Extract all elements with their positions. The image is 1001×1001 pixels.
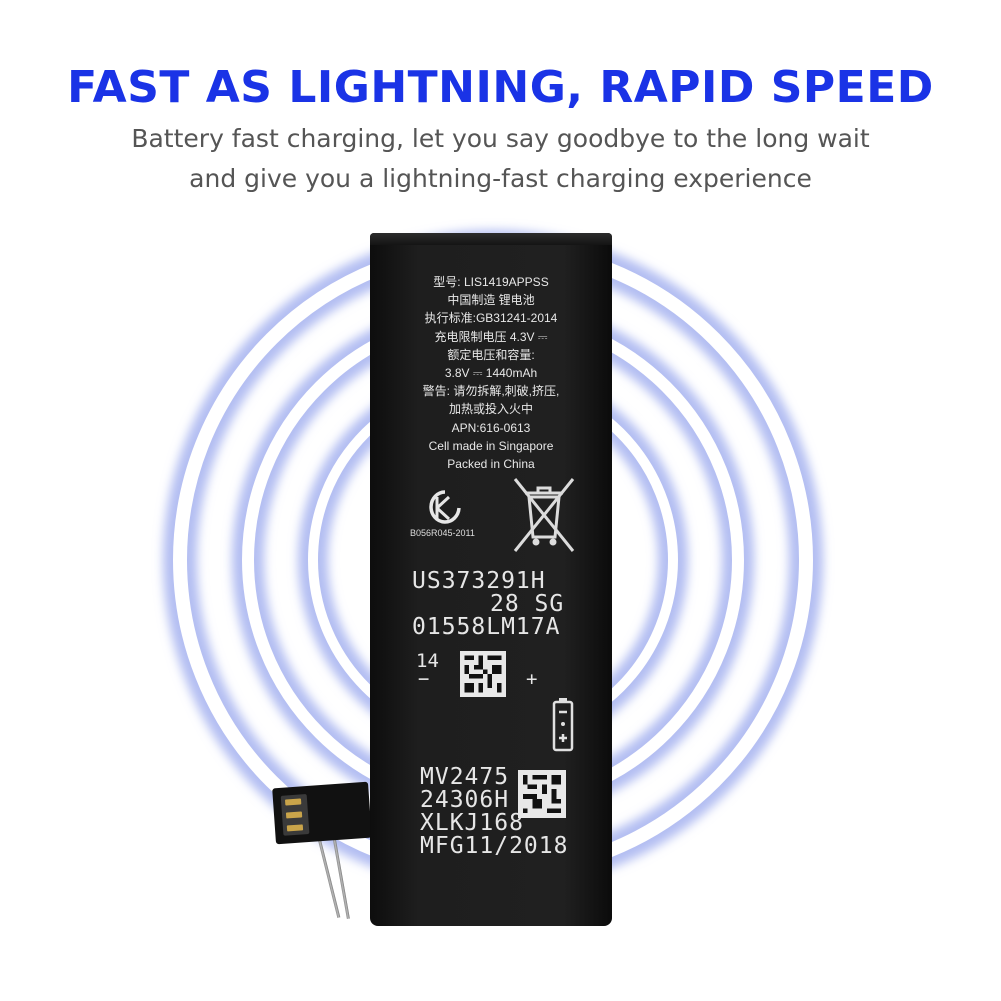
- battery-polarity-icon: [552, 698, 574, 752]
- label-line: 型号: LIS1419APPSS: [433, 275, 549, 289]
- kc-code: B056R045-2011: [410, 528, 475, 538]
- crossed-out-bin-icon: [513, 478, 575, 552]
- battery-body: 型号: LIS1419APPSS 中国制造 锂电池 执行标准:GB31241-2…: [370, 233, 612, 926]
- label-line: 3.8V ⎓ 1440mAh: [444, 366, 538, 381]
- label-line: 充电限制电压 4.3V ⎓: [434, 329, 548, 344]
- kc-certification-icon: [429, 490, 461, 524]
- certification-logos: B056R045-2011: [370, 471, 612, 561]
- serial-code: 28 SG: [490, 591, 565, 617]
- headline: FAST AS LIGHTNING, RAPID SPEED: [67, 62, 934, 113]
- label-line: Cell made in Singapore: [428, 438, 554, 453]
- label-line: Packed in China: [447, 457, 535, 472]
- subtitle-line-2: and give you a lightning-fast charging e…: [189, 164, 812, 193]
- qr-code: [460, 651, 506, 697]
- subtitle-line-1: Battery fast charging, let you say goodb…: [131, 124, 870, 153]
- label-line: 额定电压和容量:: [447, 347, 535, 362]
- serial-number: US373291H: [412, 568, 546, 594]
- serial-code-2: 01558LM17A: [412, 614, 561, 640]
- battery-top-edge: [370, 233, 612, 245]
- connector-pin: [286, 824, 304, 832]
- connector-pin: [285, 811, 303, 819]
- connector-pin: [284, 798, 302, 806]
- batch-number: 14: [416, 650, 439, 672]
- label-line: APN:616-0613: [451, 420, 531, 435]
- label-line: 警告: 请勿拆解,刺破,挤压,: [422, 384, 560, 399]
- label-line: 加热或投入火中: [448, 402, 533, 417]
- manufacture-date: MFG11/2018: [420, 833, 569, 859]
- qr-code: [518, 770, 566, 818]
- minus-sign: −: [418, 668, 430, 690]
- flex-connector: [272, 781, 372, 845]
- label-line: 中国制造 锂电池: [447, 293, 535, 308]
- mv-code-2: 24306H: [420, 787, 510, 813]
- label-line: 执行标准:GB31241-2014: [424, 311, 558, 326]
- mv-code-3: XLKJ168: [420, 810, 524, 836]
- battery-label-text: 型号: LIS1419APPSS 中国制造 锂电池 执行标准:GB31241-2…: [370, 273, 612, 473]
- plus-sign: +: [526, 668, 538, 690]
- mv-code: MV2475: [420, 764, 510, 790]
